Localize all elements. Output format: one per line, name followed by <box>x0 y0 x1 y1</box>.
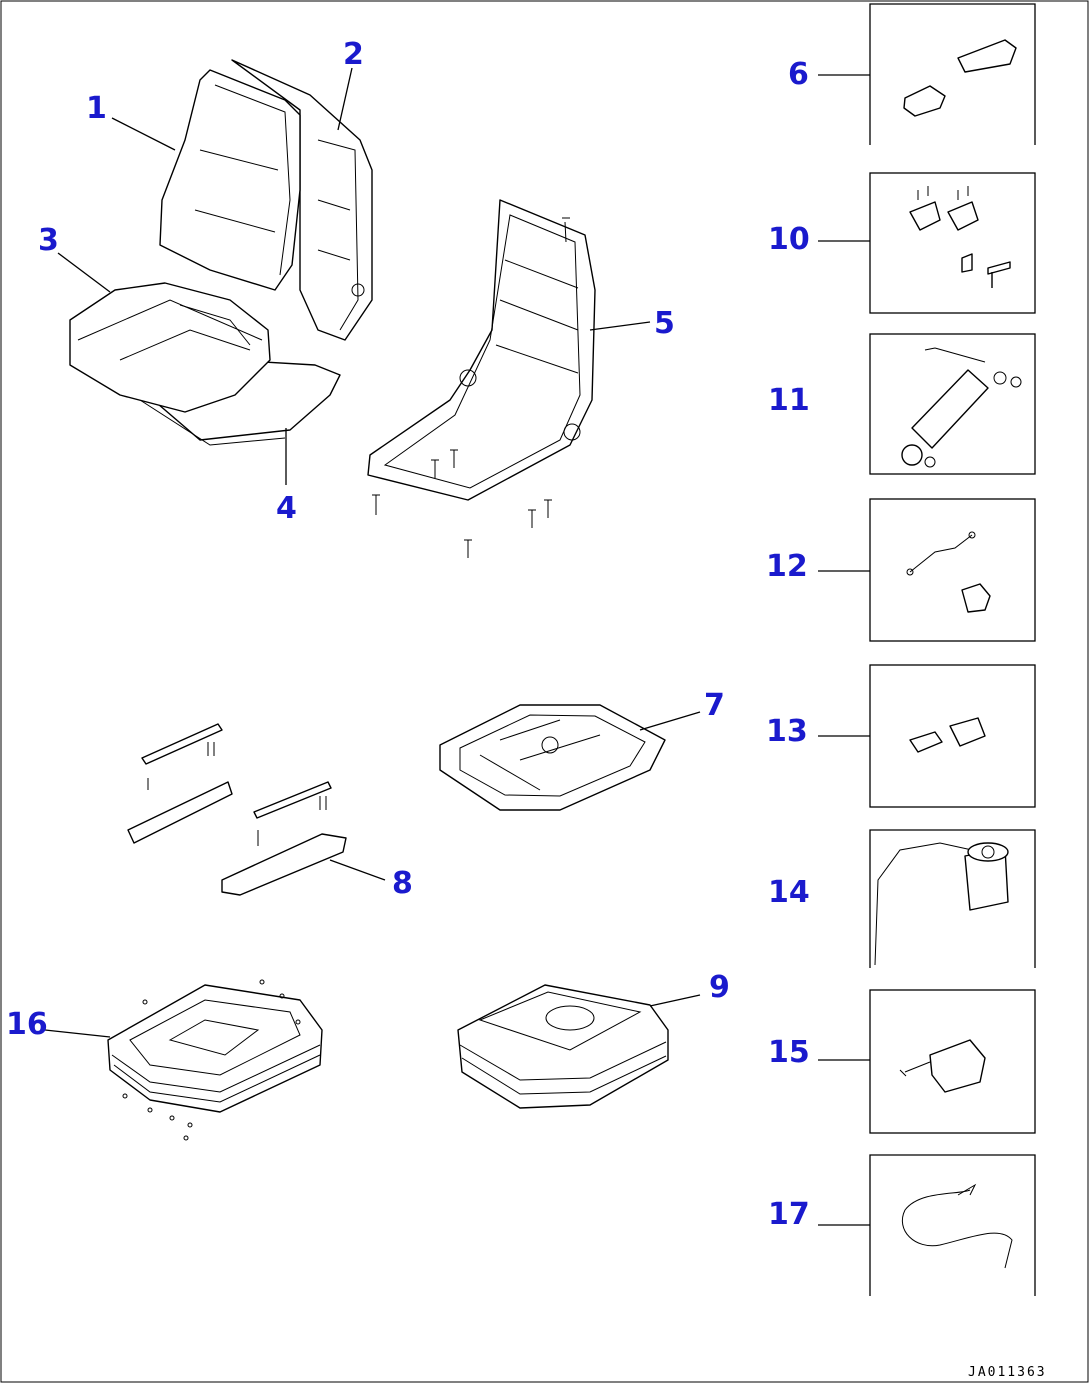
callout-11: 11 <box>768 383 810 418</box>
kit-box-11 <box>869 333 1036 475</box>
callout-1: 1 <box>86 91 107 126</box>
kit-box-15 <box>818 989 1036 1134</box>
callout-17: 17 <box>768 1197 810 1232</box>
callout-9: 9 <box>709 970 730 1005</box>
callout-2: 2 <box>343 37 364 72</box>
kit-box-13 <box>818 664 1036 808</box>
callout-3: 3 <box>38 223 59 258</box>
drawing-code: JA011363 <box>968 1365 1047 1380</box>
bellows-base-16 <box>107 979 323 1141</box>
callout-14: 14 <box>768 875 810 910</box>
backrest-back-cover-2 <box>231 59 373 341</box>
kit-box-12 <box>818 498 1036 642</box>
kit-box-6 <box>818 3 1036 145</box>
callout-8: 8 <box>392 866 413 901</box>
suspension-assembly-9 <box>457 984 669 1109</box>
callout-13: 13 <box>766 714 808 749</box>
callout-5: 5 <box>654 306 675 341</box>
suspension-plate-7 <box>439 704 666 811</box>
kit-box-10 <box>818 172 1036 314</box>
seat-cushion-3 <box>69 282 271 413</box>
callout-10: 10 <box>768 222 810 257</box>
callout-7: 7 <box>704 688 725 723</box>
callout-6: 6 <box>788 57 809 92</box>
slide-rails-8 <box>127 723 347 896</box>
callout-4: 4 <box>276 491 297 526</box>
backrest-cushion-1 <box>159 69 301 291</box>
kit-box-17 <box>818 1154 1036 1296</box>
kit-box-14 <box>869 829 1036 968</box>
callout-15: 15 <box>768 1035 810 1070</box>
frame-bolts <box>372 449 552 558</box>
callout-16: 16 <box>6 1007 48 1042</box>
leader-lines <box>44 67 701 1038</box>
seat-frame-5 <box>367 199 596 501</box>
callout-12: 12 <box>766 549 808 584</box>
